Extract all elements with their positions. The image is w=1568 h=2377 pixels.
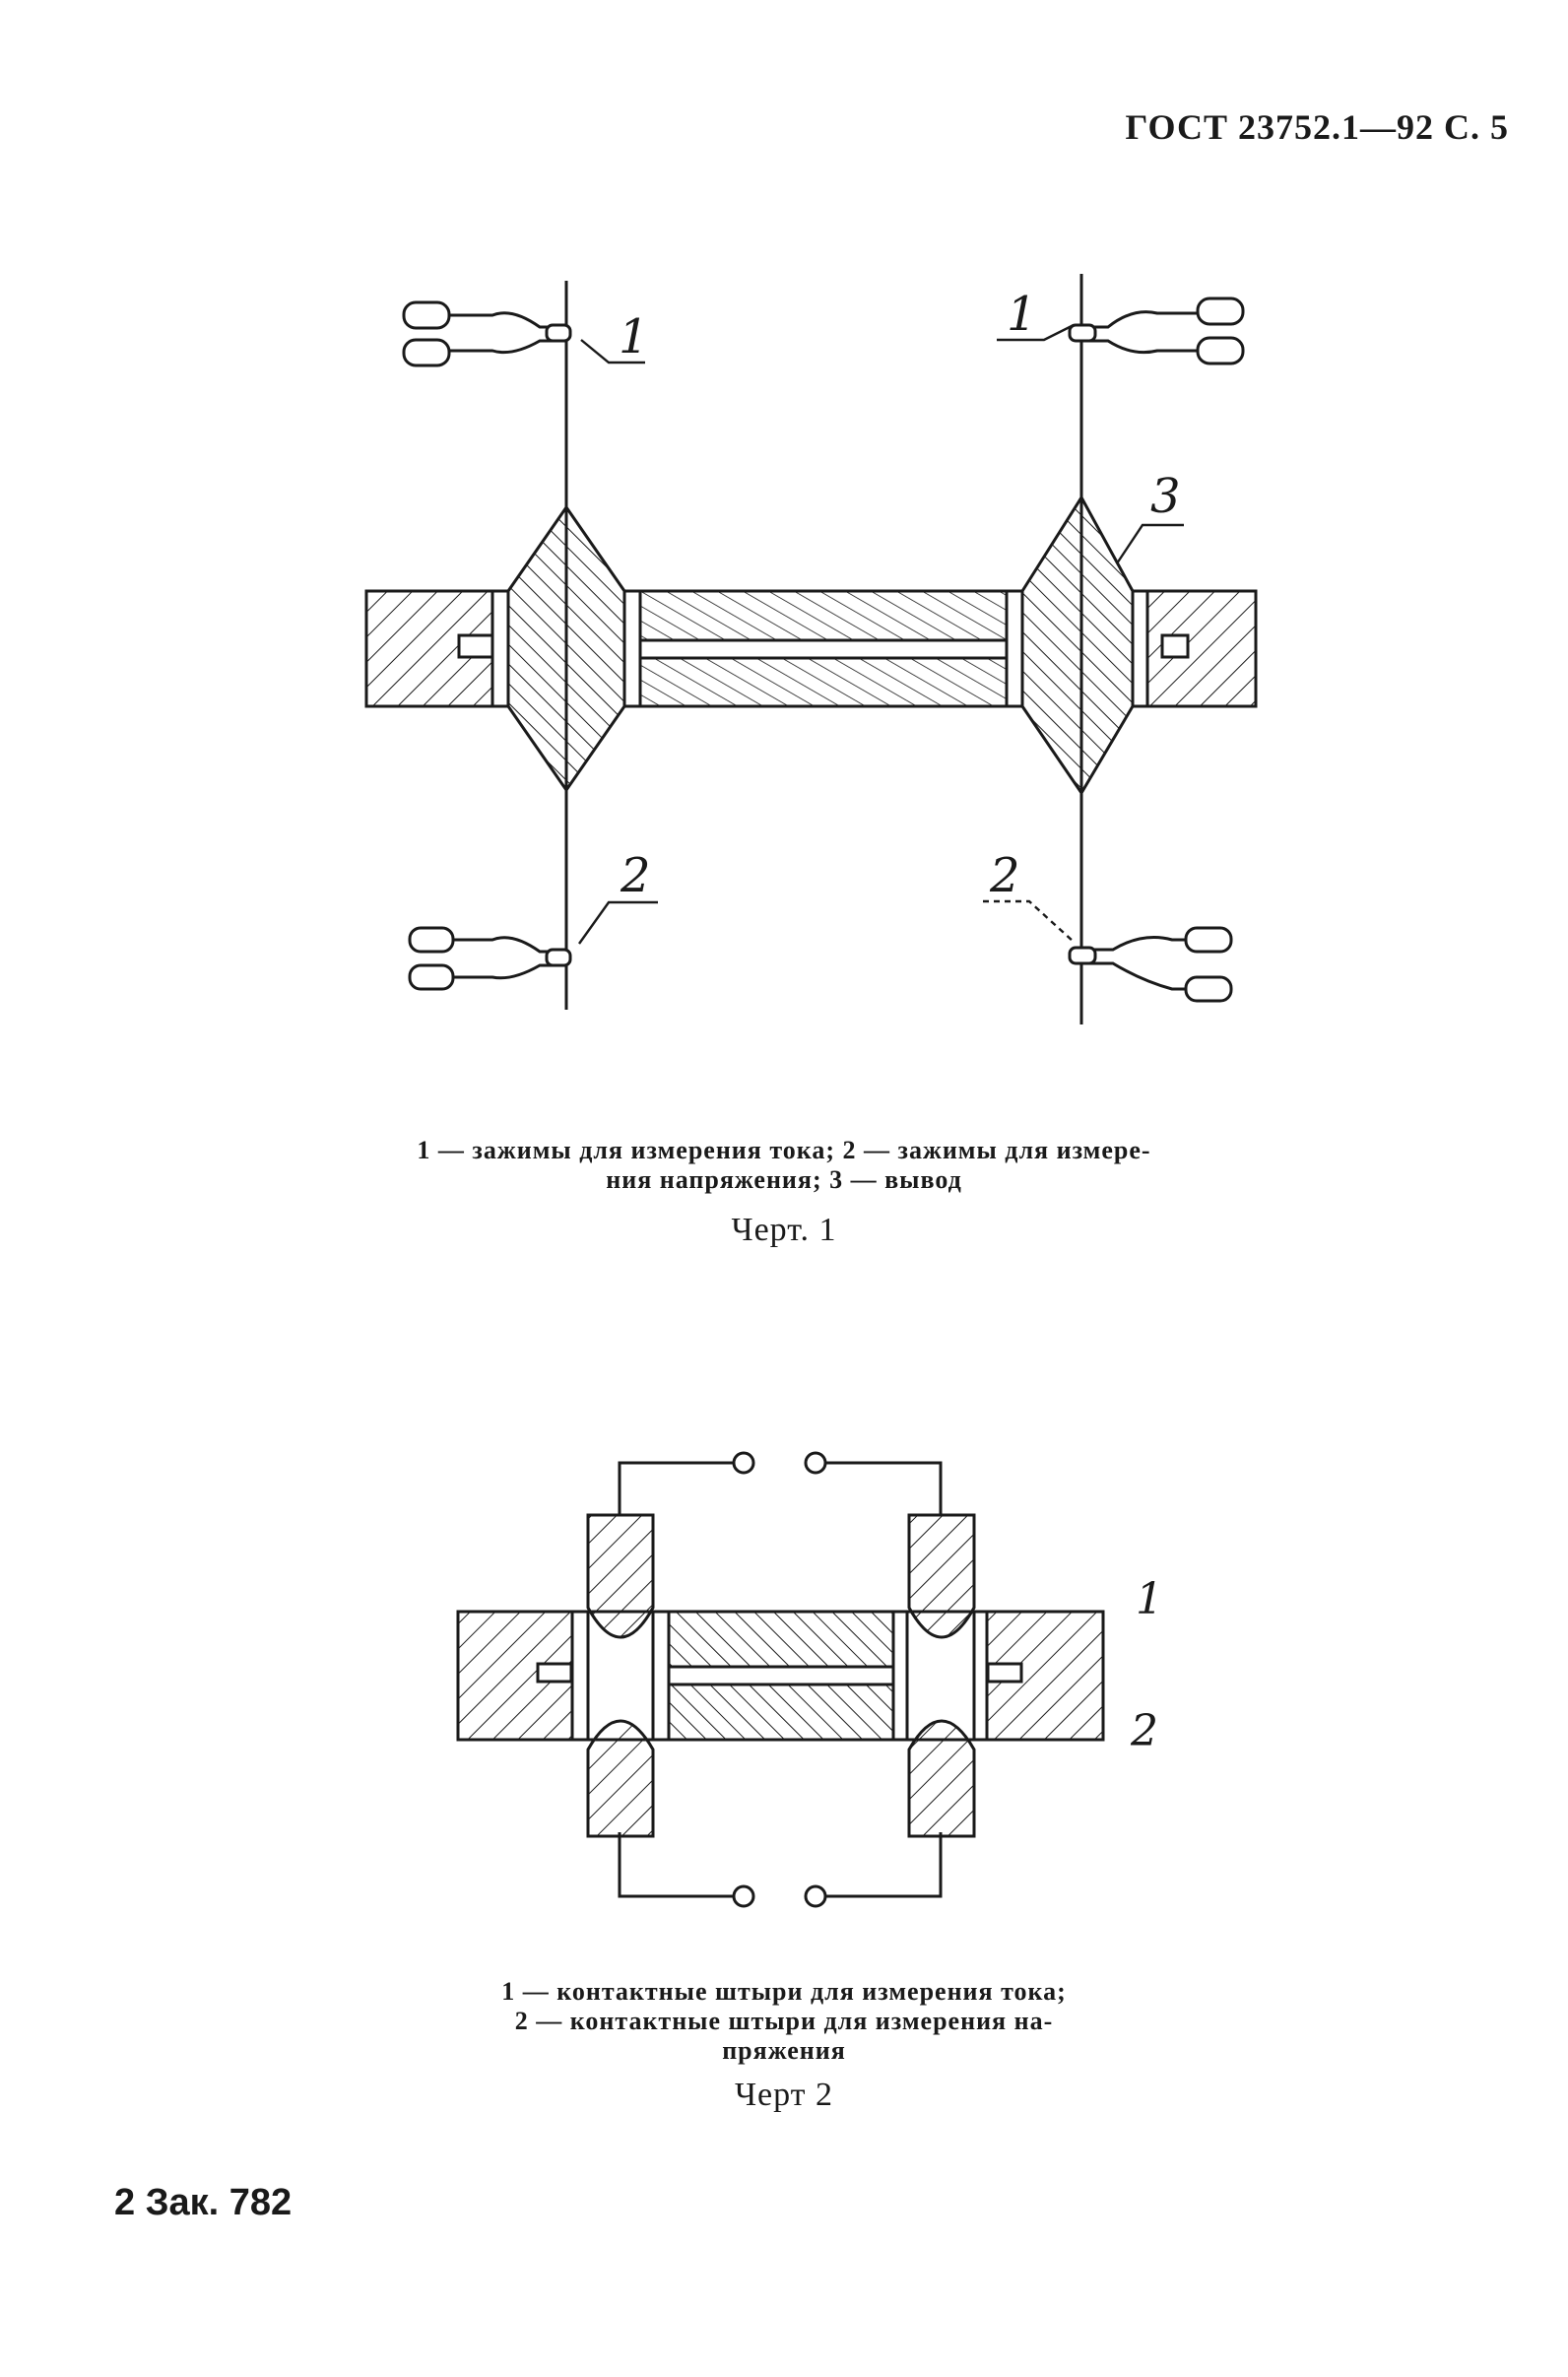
fig1-label-1-right: 1	[1007, 287, 1037, 342]
figure-1-caption-line: 1 — зажимы для измерения тока; 2 — зажим…	[417, 1136, 1151, 1164]
fig2-label-1: 1	[1136, 1574, 1163, 1624]
fig2-label-2: 2	[1130, 1706, 1158, 1756]
page-header: ГОСТ 23752.1—92 С. 5	[1125, 107, 1509, 147]
fig1-label-2-right: 2	[989, 848, 1020, 903]
figure-2-caption: 1 — контактные штыри для измерения тока;…	[0, 1977, 1568, 2066]
fig1-label-1-left: 1	[619, 309, 649, 364]
figure-2-caption-line: 2 — контактные штыри для измерения на-	[514, 2007, 1054, 2035]
page-footer: 2 Зак. 782	[114, 2182, 293, 2223]
figure-2-caption-line: 1 — контактные штыри для измерения тока;	[501, 1977, 1067, 2006]
figure-1-caption: 1 — зажимы для измерения тока; 2 — зажим…	[0, 1136, 1568, 1195]
fig1-label-3: 3	[1150, 469, 1181, 524]
figure-2-title: Черт 2	[734, 2077, 834, 2113]
figure-2-caption-line: пряжения	[722, 2036, 846, 2065]
figure-1-title: Черт. 1	[731, 1212, 837, 1248]
fig1-label-2-left: 2	[620, 848, 651, 903]
figure-1-caption-line: ния напряжения; 3 — вывод	[606, 1165, 962, 1194]
